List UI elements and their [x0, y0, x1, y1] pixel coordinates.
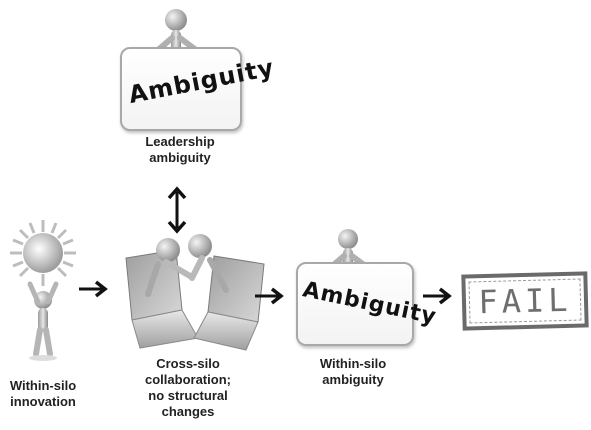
collaboration-caption: Cross-silo collaboration; no structural … [118, 356, 258, 420]
within-silo-sign-text: Ambiguity [300, 277, 439, 330]
within-silo-ambiguity-sign: Ambiguity [296, 262, 439, 346]
within-silo-caption-line-2: ambiguity [322, 372, 384, 387]
collaboration-caption-line-1: Cross-silo [156, 356, 220, 371]
collaboration-caption-line-3: no structural [148, 388, 228, 403]
fail-stamp: FAIL [461, 271, 589, 331]
innovation-figure [10, 220, 76, 361]
innovation-caption: Within-silo innovation [0, 378, 86, 410]
leadership-caption-line-1: Leadership [145, 134, 215, 149]
innovation-caption-line-1: Within-silo [9, 378, 77, 393]
leadership-ambiguity-figure [155, 9, 199, 53]
leadership-ambiguity-caption: Leadership ambiguity [110, 134, 250, 166]
collaboration-laptops-illustration [125, 234, 265, 351]
leadership-caption-line-2: ambiguity [149, 150, 211, 165]
collaboration-caption-line-2: collaboration; [145, 372, 231, 387]
innovation-caption-line-2: innovation [10, 394, 76, 409]
collaboration-caption-line-4: changes [161, 404, 215, 419]
arrow-right-1 [79, 280, 108, 298]
sun-icon [10, 220, 76, 286]
arrow-right-3 [423, 287, 452, 305]
arrow-right-2 [255, 287, 284, 305]
double-arrow-vertical [167, 186, 187, 234]
within-silo-caption-line-1: Within-silo [319, 356, 387, 371]
fail-stamp-text: FAIL [477, 280, 573, 322]
leadership-sign-text: Ambiguity [126, 53, 277, 110]
within-silo-ambiguity-caption: Within-silo ambiguity [285, 356, 421, 388]
leadership-ambiguity-sign: Ambiguity [120, 47, 277, 131]
